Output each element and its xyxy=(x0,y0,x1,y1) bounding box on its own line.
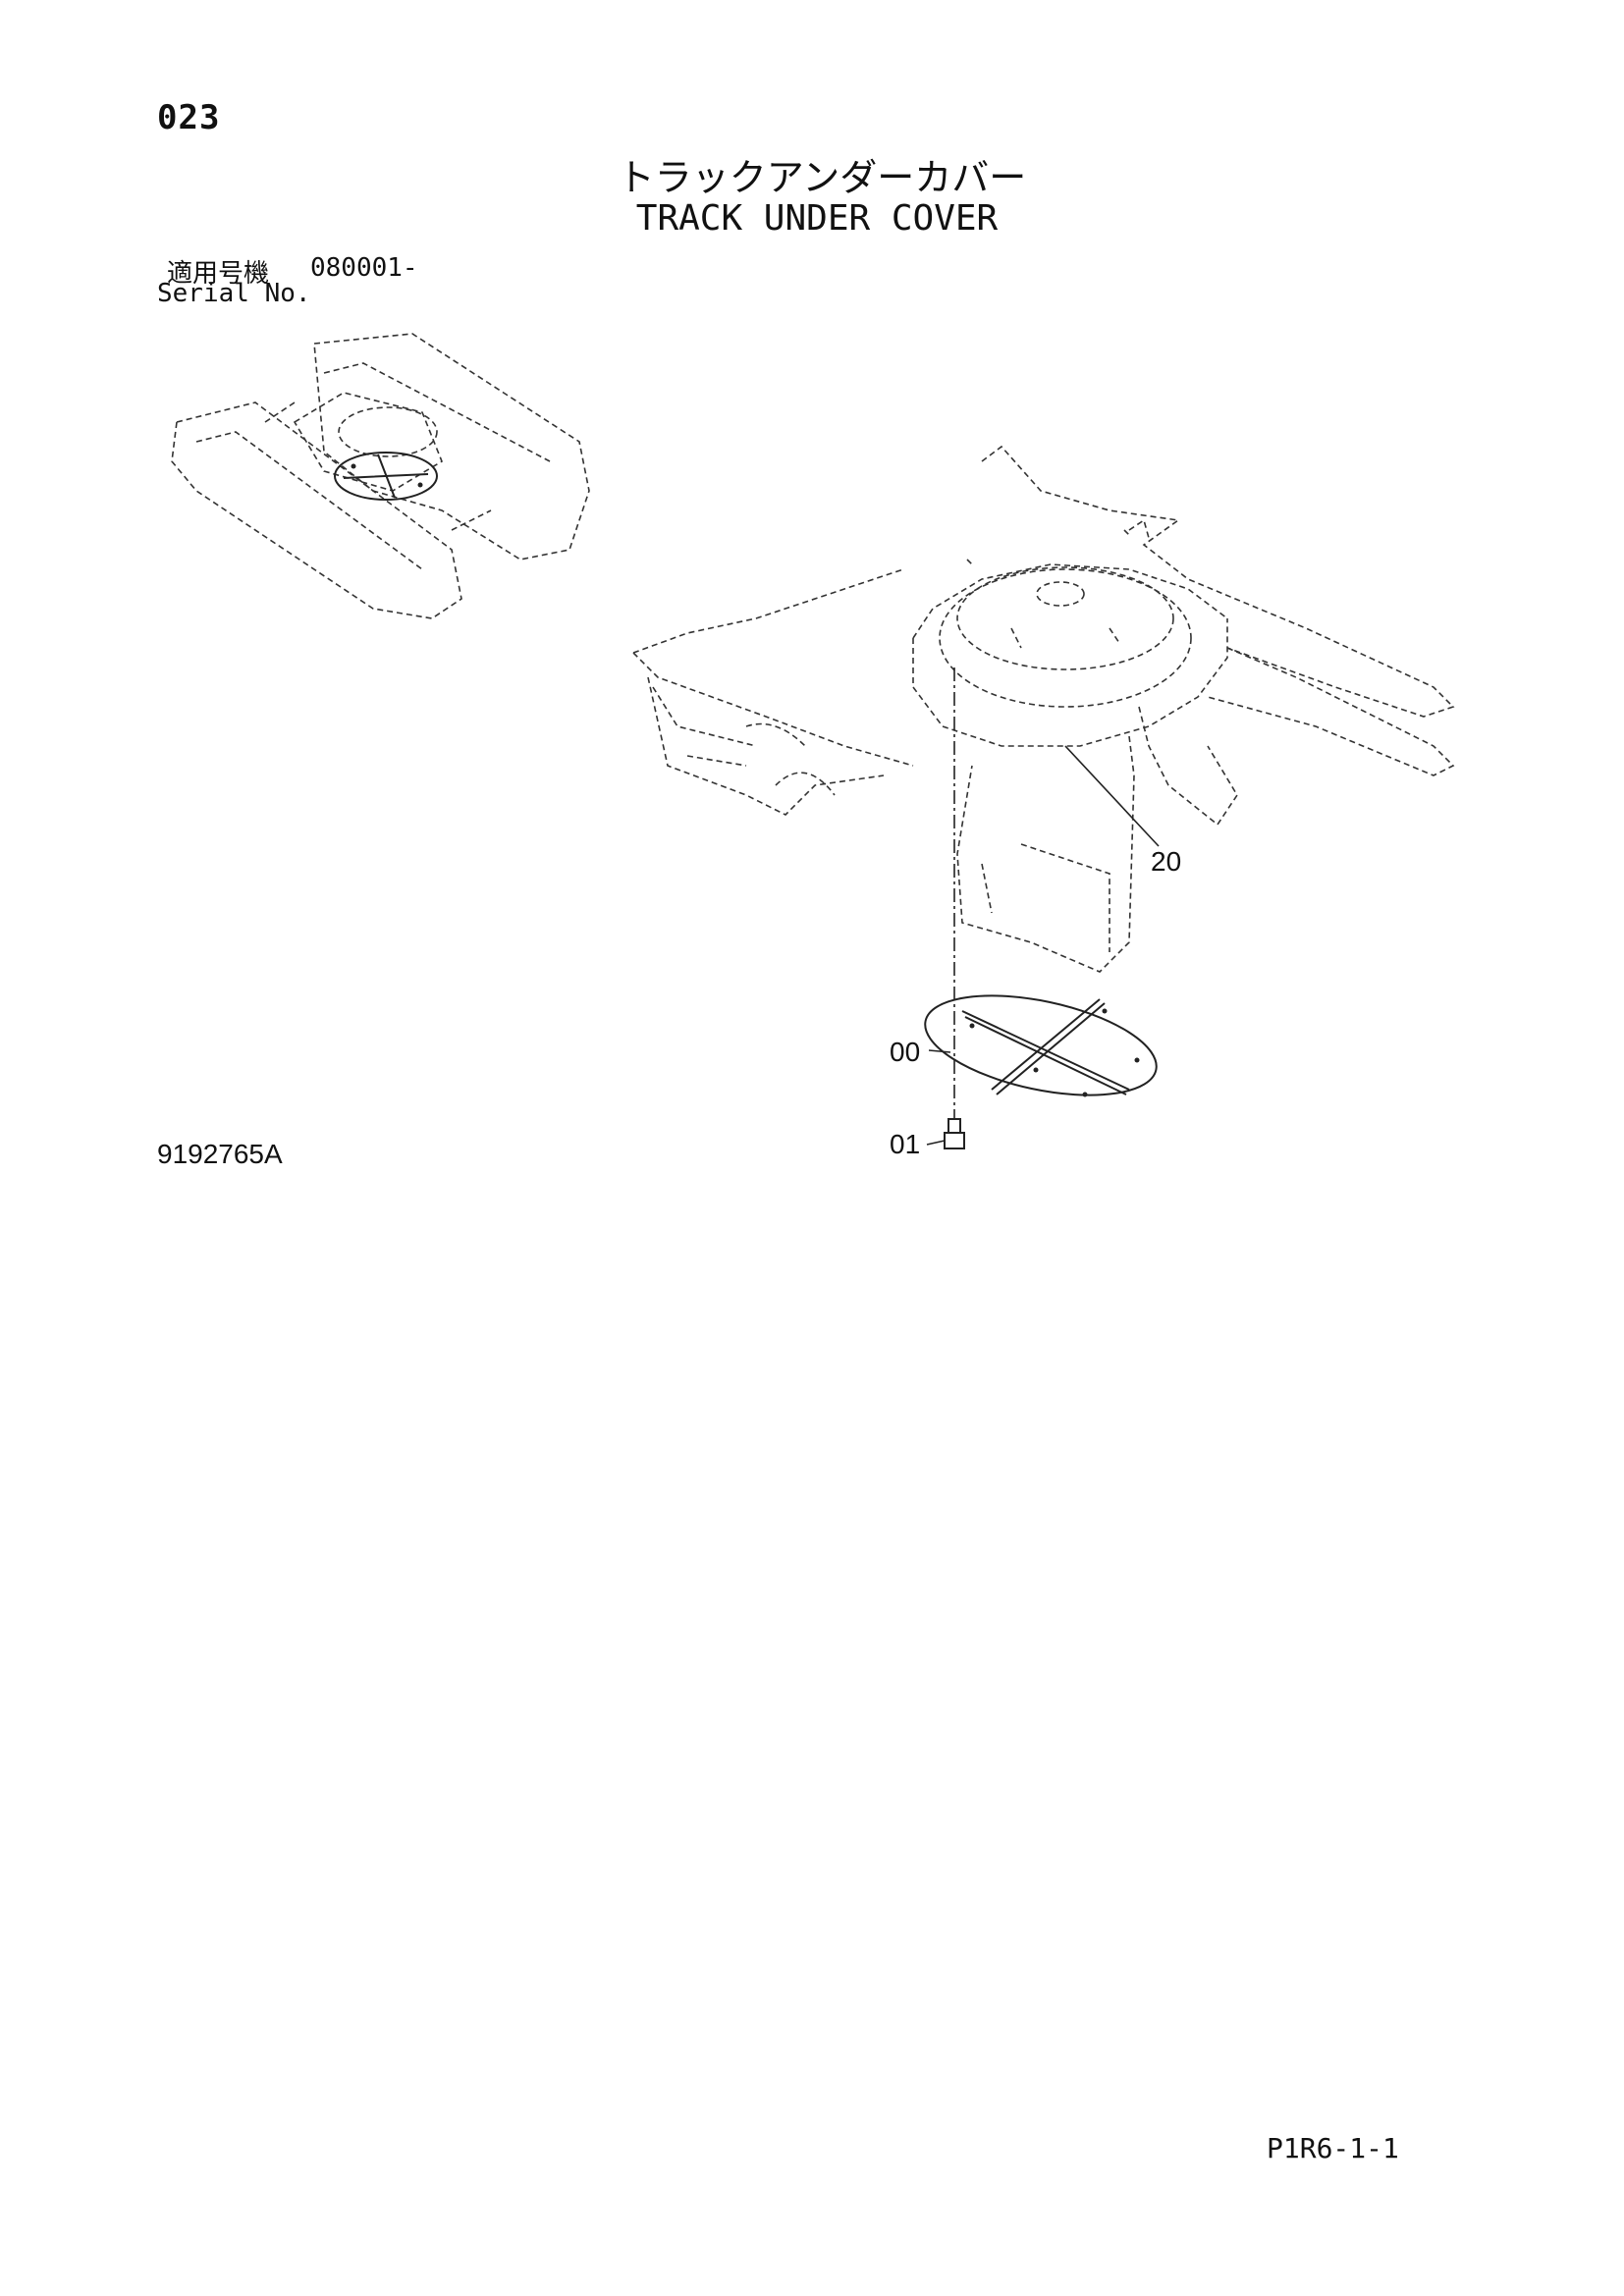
page-number: 023 xyxy=(157,98,221,137)
undercarriage-overview xyxy=(171,333,590,619)
leader-line-20 xyxy=(1064,745,1160,847)
title-japanese: トラックアンダーカバー xyxy=(617,156,1027,199)
callout-00: 00 xyxy=(890,1037,921,1067)
serial-number-value: 080001- xyxy=(310,253,418,283)
track-frame xyxy=(632,445,1455,973)
leader-line-00 xyxy=(928,1049,951,1053)
title-english: TRACK UNDER COVER xyxy=(635,198,999,239)
under-cover-plate xyxy=(924,994,1158,1097)
callout-20: 20 xyxy=(1151,846,1182,877)
leader-line-01 xyxy=(926,1140,946,1146)
serial-label-english: Serial No. xyxy=(157,279,311,308)
serial-label-japanese: 適用号機 xyxy=(167,259,270,289)
page-code: P1R6-1-1 xyxy=(1267,2132,1399,2164)
drawing-number: 9192765A xyxy=(157,1139,283,1169)
callout-01: 01 xyxy=(890,1129,921,1159)
bolt xyxy=(944,1118,965,1149)
